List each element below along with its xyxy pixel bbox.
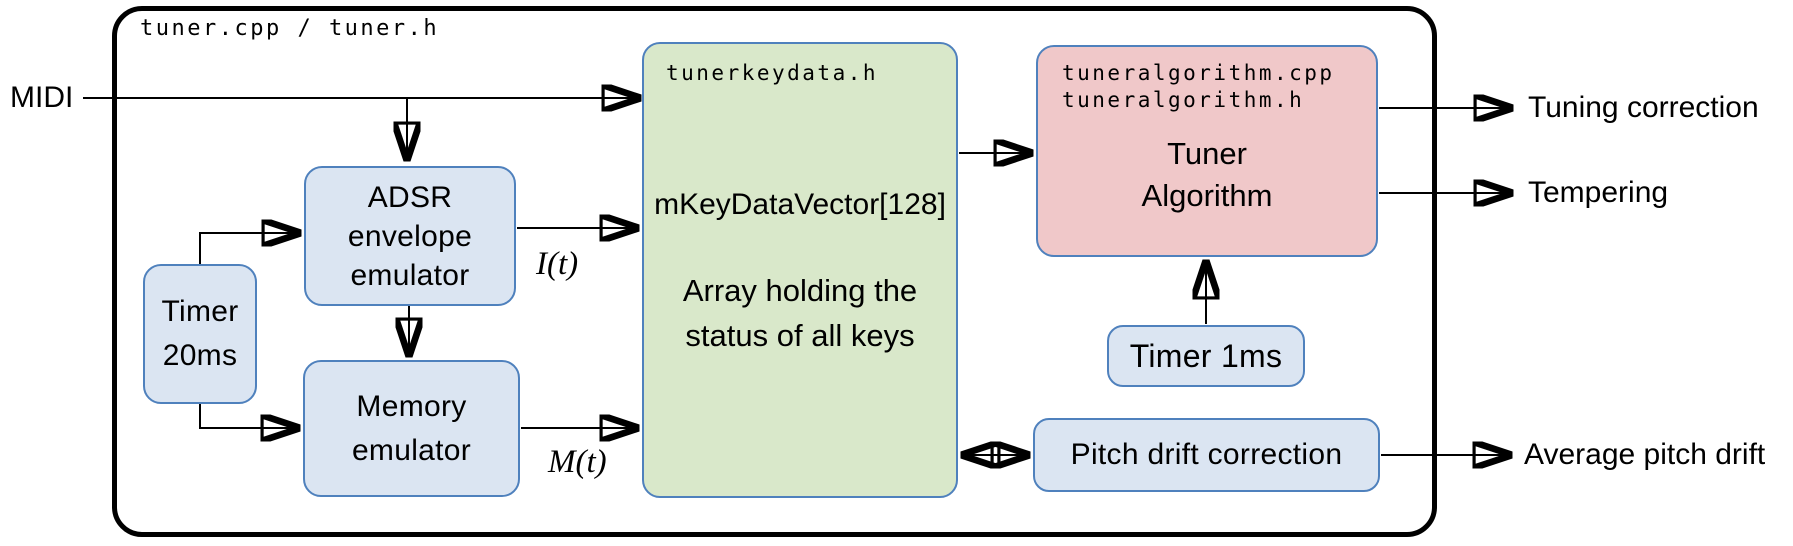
tuner-module-frame bbox=[112, 6, 1437, 537]
key-data-vector-variable: mKeyDataVector[128] bbox=[654, 188, 946, 221]
signal-label-adsr-output: I(t) bbox=[536, 246, 579, 282]
pitch-drift-correction-box: Pitch drift correction bbox=[1033, 418, 1380, 492]
memory-emulator-label: Memory emulator bbox=[351, 389, 472, 467]
tuner-algorithm-filenames: tuneralgorithm.cpp tuneralgorithm.h bbox=[1062, 61, 1335, 112]
tuner-module-filenames: tuner.cpp / tuner.h bbox=[140, 16, 440, 41]
output-label-tuning-correction: Tuning correction bbox=[1528, 91, 1759, 124]
timer-1ms-box: Timer 1ms bbox=[1107, 325, 1305, 387]
adsr-envelope-emulator-box: ADSR envelope emulator bbox=[304, 166, 516, 306]
adsr-envelope-emulator-label: ADSR envelope emulator bbox=[347, 180, 473, 292]
tuner-algorithm-box: tuneralgorithm.cpp tuneralgorithm.h Tune… bbox=[1036, 45, 1378, 257]
signal-label-memory-output: M(t) bbox=[548, 444, 607, 480]
output-label-tempering: Tempering bbox=[1528, 176, 1669, 209]
midi-input-label: MIDI bbox=[10, 81, 74, 114]
key-data-description: Array holding the status of all keys bbox=[682, 273, 918, 353]
tuner-algorithm-title: Tuner Algorithm bbox=[1141, 136, 1273, 213]
output-label-average-pitch-drift: Average pitch drift bbox=[1524, 438, 1766, 471]
timer-20ms-box: Timer 20ms bbox=[143, 264, 257, 404]
tuner-key-data-filename: tunerkeydata.h bbox=[666, 61, 879, 85]
pitch-drift-correction-label: Pitch drift correction bbox=[1070, 438, 1343, 471]
memory-emulator-box: Memory emulator bbox=[303, 360, 520, 497]
timer-1ms-label: Timer 1ms bbox=[1129, 338, 1283, 374]
tuner-key-data-box: tunerkeydata.h mKeyDataVector[128] Array… bbox=[642, 42, 958, 498]
timer-20ms-label: Timer 20ms bbox=[161, 295, 239, 372]
